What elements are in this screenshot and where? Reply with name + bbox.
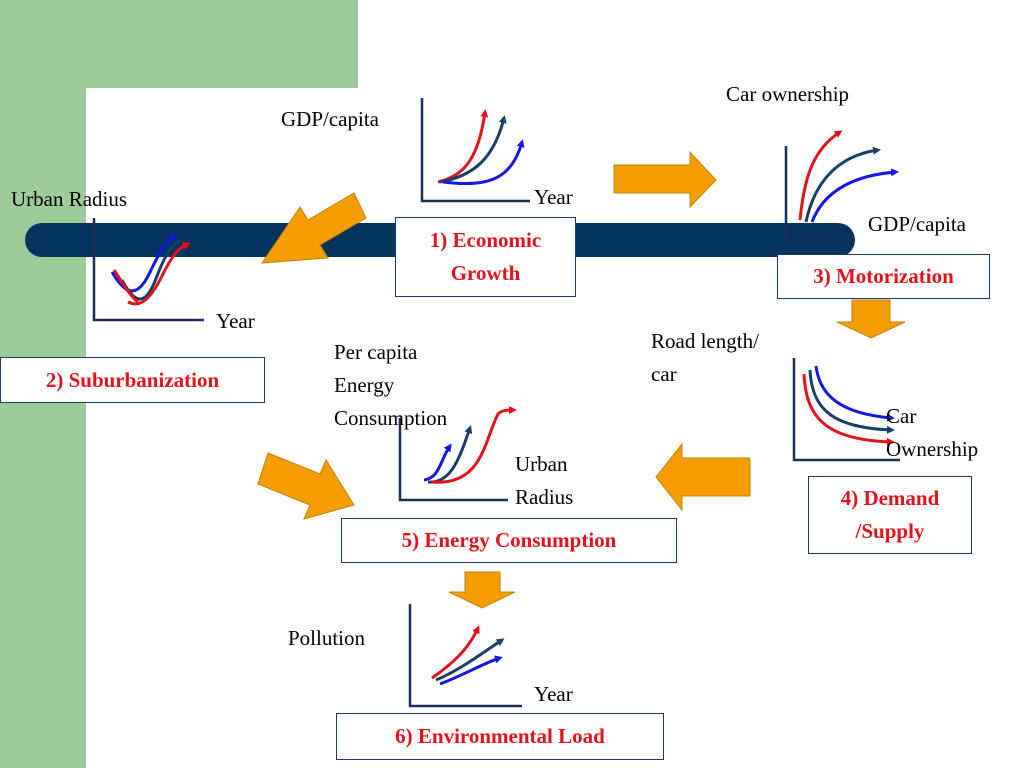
background-green-top [0, 0, 358, 88]
demand-supply-title-line1: 4) Demand [840, 486, 940, 510]
mini-chart-economic-growth [420, 98, 530, 203]
economic-growth-y-axis-label: GDP/capita [281, 107, 379, 131]
motorization-y-axis-label: Car ownership [726, 82, 850, 106]
flow-arrow-motorization-to-demand [836, 299, 906, 339]
suburbanization-y-axis-label: Urban Radius [11, 187, 128, 211]
motorization-box: 3) Motorization [777, 254, 990, 299]
energy-y-axis-label-line2: Energy [334, 373, 395, 397]
economic-growth-title-line2: Growth [450, 261, 521, 285]
demand-supply-y-axis-label-line2: car [651, 362, 677, 386]
environmental-load-box: 6) Environmental Load [336, 713, 664, 760]
motorization-x-axis-label: GDP/capita [868, 212, 966, 236]
demand-supply-x-axis-label-line1: Car [886, 404, 917, 428]
flow-arrow-energy-to-environment [448, 571, 516, 609]
suburbanization-x-axis-label: Year [216, 309, 255, 333]
mini-chart-environmental-load [408, 604, 522, 708]
environment-x-axis-label: Year [534, 682, 573, 706]
mini-chart-suburbanization [92, 218, 204, 322]
demand-supply-box [808, 476, 972, 554]
energy-x-axis-label-line2: Radius [515, 485, 574, 509]
suburbanization-box: 2) Suburbanization [0, 357, 265, 403]
demand-supply-title-line2: /Supply [855, 519, 925, 543]
flow-arrow-demand-to-energy [655, 442, 751, 512]
economic-growth-box [395, 217, 576, 297]
demand-supply-x-axis-label-line2: Ownership [886, 437, 979, 461]
mini-chart-motorization [784, 130, 899, 242]
energy-y-axis-label-line1: Per capita [334, 340, 418, 364]
energy-consumption-box: 5) Energy Consumption [341, 518, 677, 563]
mini-chart-energy-consumption [398, 406, 517, 502]
flow-arrow-growth-to-suburbanization [261, 192, 367, 264]
environment-y-axis-label: Pollution [288, 626, 366, 650]
economic-growth-x-axis-label: Year [534, 185, 573, 209]
energy-y-axis-label-line3: Consumption [334, 406, 448, 430]
flow-arrow-suburbanization-to-energy [257, 452, 355, 520]
background-white-top-right [358, 0, 1024, 88]
energy-x-axis-label-line1: Urban [515, 452, 568, 476]
mini-chart-demand-supply [792, 358, 900, 462]
demand-supply-y-axis-label-line1: Road length/ [651, 329, 759, 353]
flow-arrow-growth-to-motorization [613, 150, 717, 209]
economic-growth-title-line1: 1) Economic [429, 228, 542, 252]
